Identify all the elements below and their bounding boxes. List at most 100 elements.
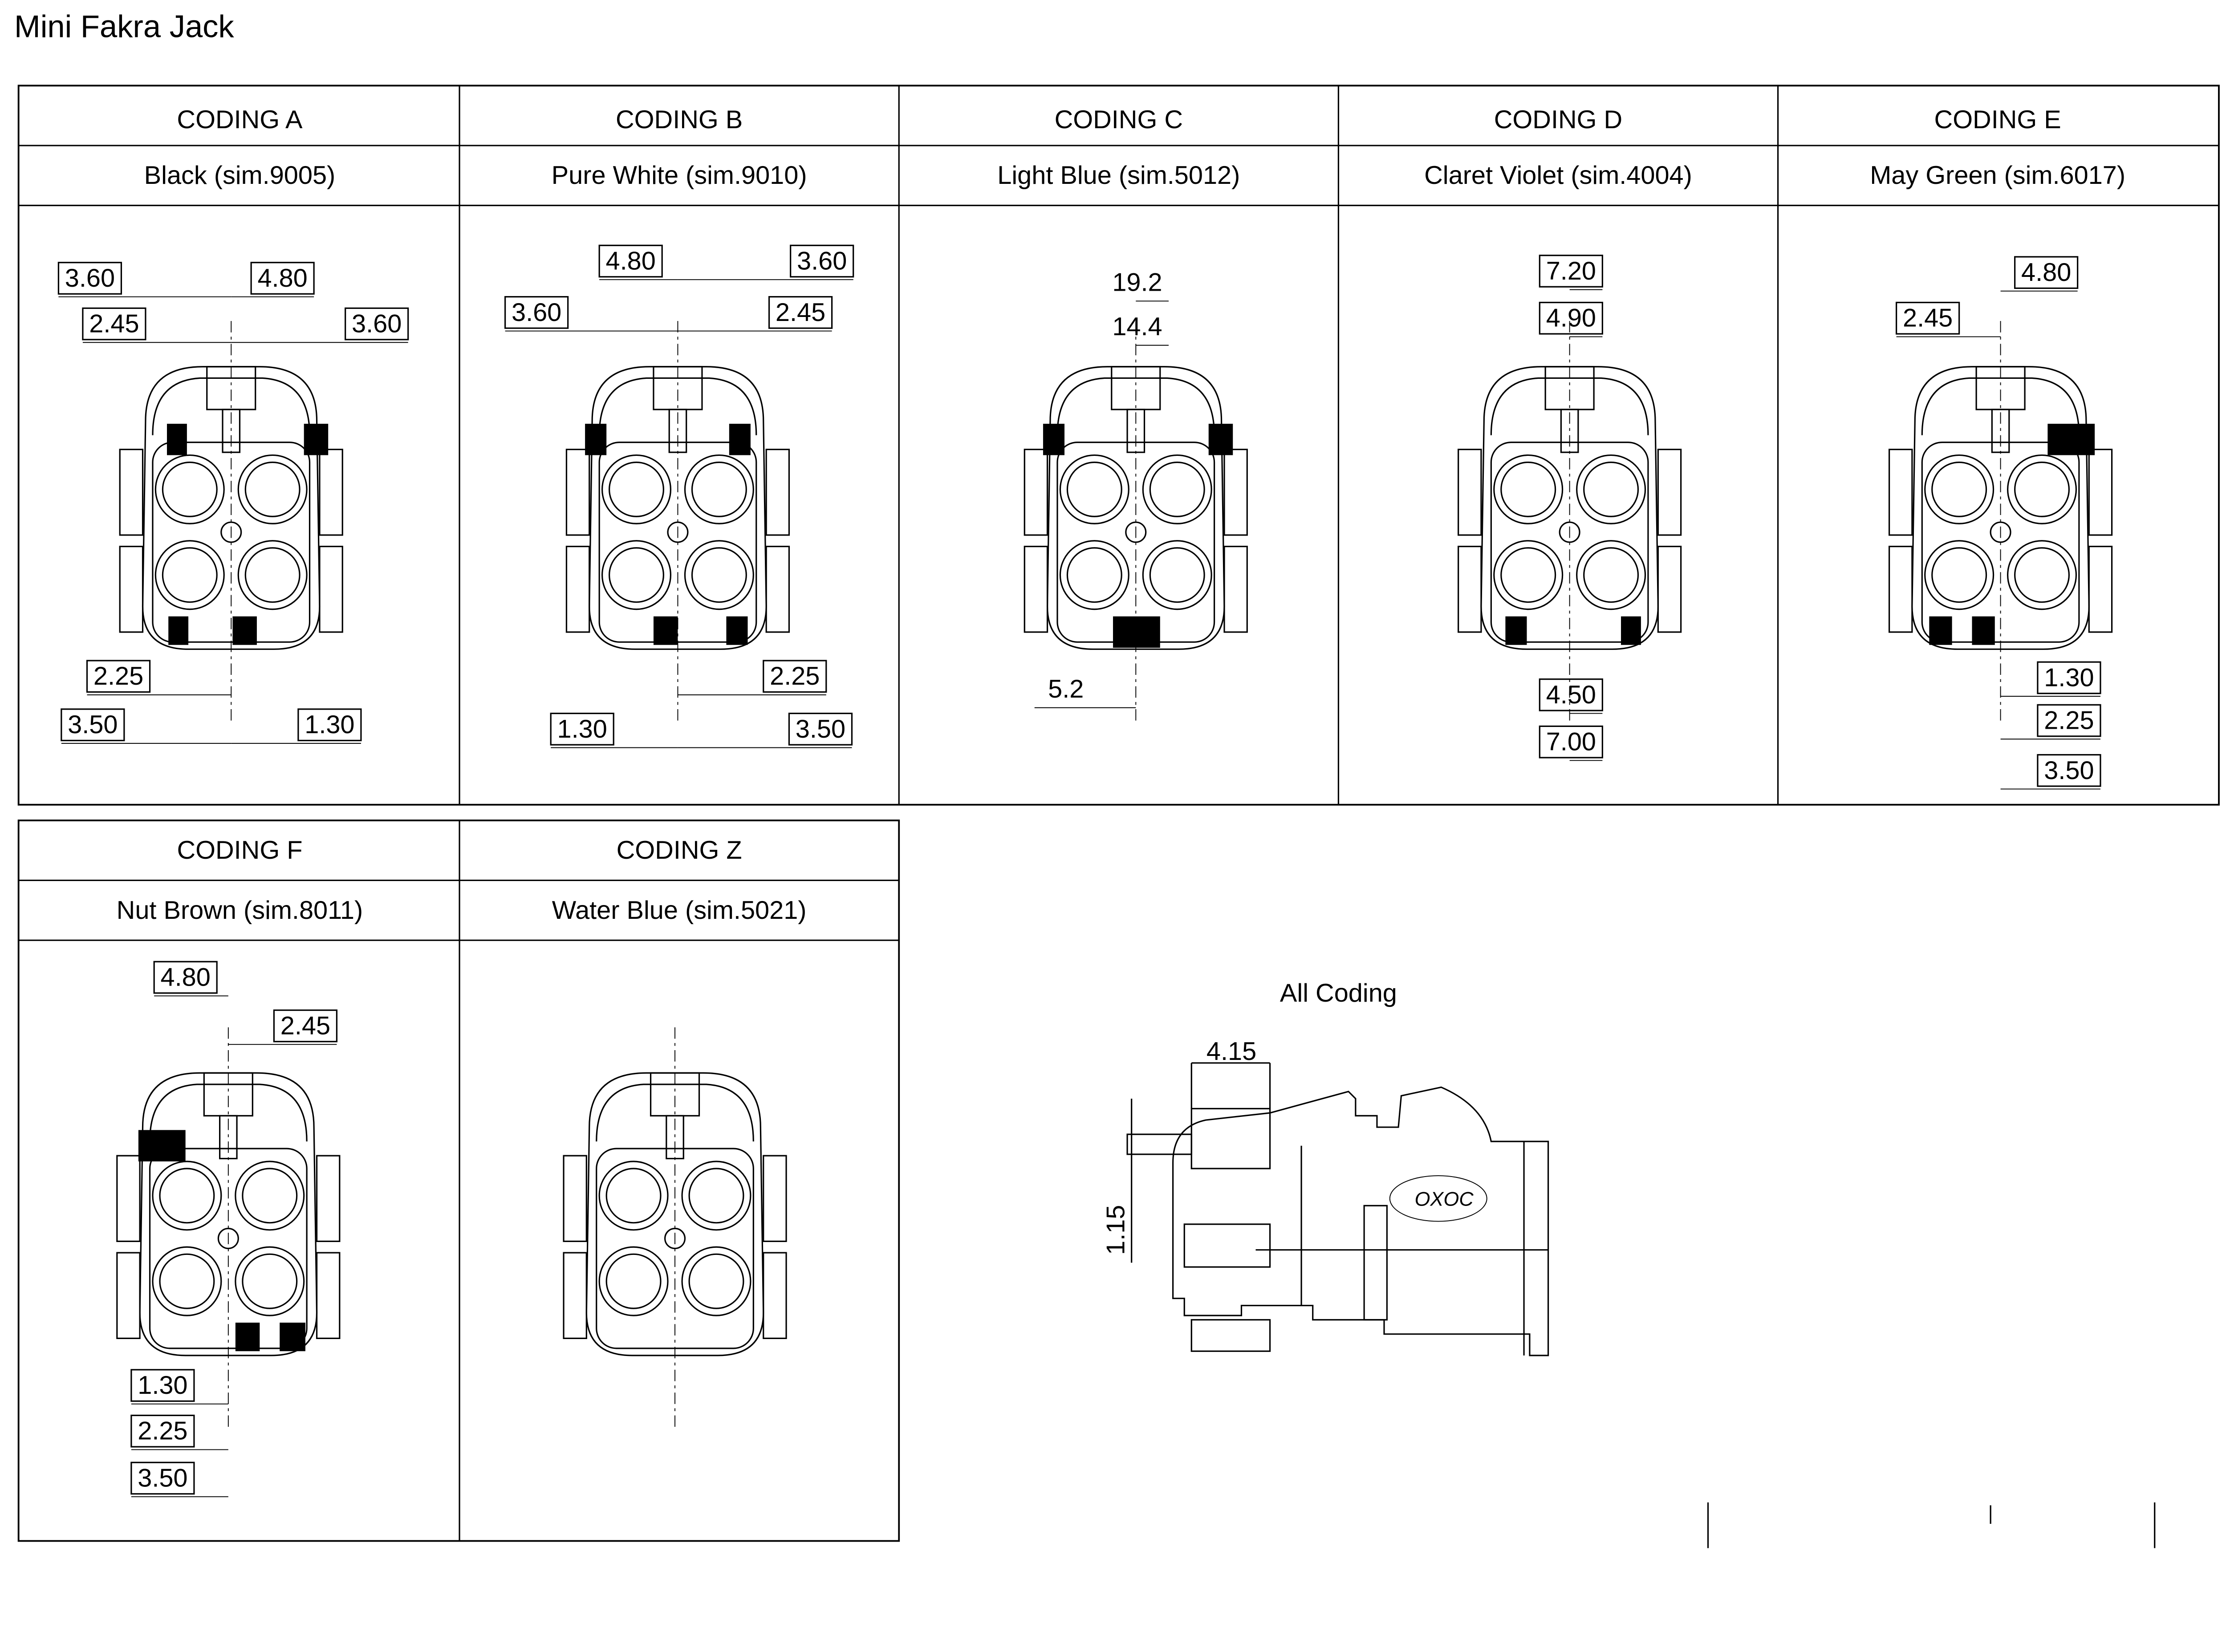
coding-color: Nut Brown (sim.8011) <box>117 896 363 925</box>
dimension-label: 2.25 <box>770 662 820 690</box>
coding-table <box>17 85 2220 1542</box>
dimension-box <box>550 712 614 746</box>
dimension-label: 3.50 <box>796 715 845 743</box>
dimension: 2.25 <box>2000 704 2101 740</box>
coding-color: Pure White (sim.9010) <box>552 161 807 190</box>
dimension-box <box>1539 725 1603 759</box>
dimension-box <box>130 1369 195 1402</box>
coding-color: May Green (sim.6017) <box>1870 161 2125 190</box>
coding-color: Claret Violet (sim.4004) <box>1424 161 1692 190</box>
dimension: 4.80 <box>598 244 678 280</box>
dimension-label: 2.45 <box>1903 304 1953 333</box>
coding-key-block <box>1043 423 1065 455</box>
coding-key-block <box>167 423 187 455</box>
dimension-label: 2.45 <box>89 310 139 338</box>
dimension-label: 1.30 <box>557 715 607 743</box>
dimension: 14.4 <box>1112 313 1169 346</box>
dimension-label: 5.2 <box>1048 675 1084 703</box>
coding-key-block <box>1113 616 1160 648</box>
coding-key-block <box>729 423 751 455</box>
dimension-label: 14.4 <box>1112 313 1162 341</box>
dimension: 3.50 <box>130 1461 228 1498</box>
coding-key-block <box>585 423 607 455</box>
dimension-label: 3.60 <box>512 298 561 327</box>
connector-front-view <box>1888 366 2113 650</box>
dimension-label: 4.90 <box>1546 304 1596 333</box>
dimension-box <box>1539 255 1603 288</box>
dimension-box <box>1896 301 1960 335</box>
coding-cell-z: CODING Z Water Blue (sim.5021) <box>552 836 807 1427</box>
dimension: 4.80 <box>2000 256 2079 292</box>
connector-front-view <box>116 1072 341 1356</box>
dimension-box <box>763 660 827 693</box>
coding-color: Black (sim.9005) <box>144 161 336 190</box>
dimension: 2.45 <box>678 296 833 332</box>
coding-key-block <box>138 1130 186 1161</box>
dimension: 2.45 <box>228 1009 338 1045</box>
sheet-border-marks <box>1707 1502 2156 1548</box>
coding-key-block <box>235 1323 260 1352</box>
dimension: 1.30 <box>231 708 362 744</box>
page-title: Mini Fakra Jack <box>14 8 234 44</box>
dimension-label: 1.30 <box>138 1371 187 1400</box>
dimension-box <box>1539 678 1603 711</box>
dimension: 1.30 <box>130 1369 228 1404</box>
dimension: 3.60 <box>678 244 854 280</box>
coding-key-block <box>1505 616 1527 645</box>
dimension-box <box>61 708 125 742</box>
dimension: 3.60 <box>504 296 678 332</box>
dimension-box <box>2037 704 2101 737</box>
coding-key-block <box>232 616 257 645</box>
dimension: 2.25 <box>86 660 232 695</box>
coding-name: CODING Z <box>617 836 742 865</box>
coding-key-block <box>1972 616 1995 645</box>
dimension-box <box>273 1009 338 1043</box>
dimension: 1.30 <box>2000 661 2101 697</box>
dimension-label: 4.15 <box>1206 1037 1256 1066</box>
coding-key-block <box>304 423 329 455</box>
dimension-label: 1.30 <box>305 710 354 739</box>
dimension-label: 2.25 <box>93 662 143 690</box>
dimension-label: 4.80 <box>161 963 211 992</box>
dimension-box <box>598 244 663 278</box>
coding-color: Light Blue (sim.5012) <box>997 161 1240 190</box>
dimension: 1.30 <box>550 712 678 748</box>
dimension-box <box>297 708 362 742</box>
dimension-label: 2.25 <box>2044 706 2094 735</box>
dimension: 4.80 <box>153 961 228 997</box>
coding-name: CODING B <box>616 106 743 134</box>
dimension-box <box>82 307 146 341</box>
dimension-label: 2.25 <box>138 1417 187 1445</box>
coding-name: CODING D <box>1494 106 1622 134</box>
coding-color: Water Blue (sim.5021) <box>552 896 807 925</box>
dimension-box <box>2037 661 2101 694</box>
dimension-label: 4.80 <box>257 264 307 292</box>
dimension-label: 19.2 <box>1112 268 1162 297</box>
dimension-label: 4.80 <box>2021 258 2071 287</box>
dimension: 4.80 <box>231 262 315 297</box>
dimension-box <box>2014 256 2079 289</box>
coding-key-block <box>1621 616 1641 645</box>
dimension-label: 3.50 <box>138 1464 187 1493</box>
dimension-box <box>250 262 315 295</box>
coding-key-block <box>280 1323 305 1352</box>
dimension: 3.50 <box>678 712 853 748</box>
dimension-box <box>153 961 218 994</box>
connector-front-view <box>1458 366 1682 650</box>
connector-front-view <box>1024 366 1248 650</box>
dimension-box <box>345 307 409 341</box>
manufacturer-logo: OXOC <box>1415 1187 1474 1210</box>
dimension: 5.2 <box>1034 675 1136 708</box>
dimension-box <box>57 262 122 295</box>
coding-key-block <box>726 616 748 645</box>
dimension-label: 3.60 <box>65 264 115 292</box>
dimension: 3.50 <box>2000 754 2101 790</box>
dimension-box <box>2037 754 2101 787</box>
dimension-label: 3.60 <box>352 310 402 338</box>
dimension-label: 2.45 <box>280 1011 330 1040</box>
dimension: 4.90 <box>1539 301 1603 337</box>
